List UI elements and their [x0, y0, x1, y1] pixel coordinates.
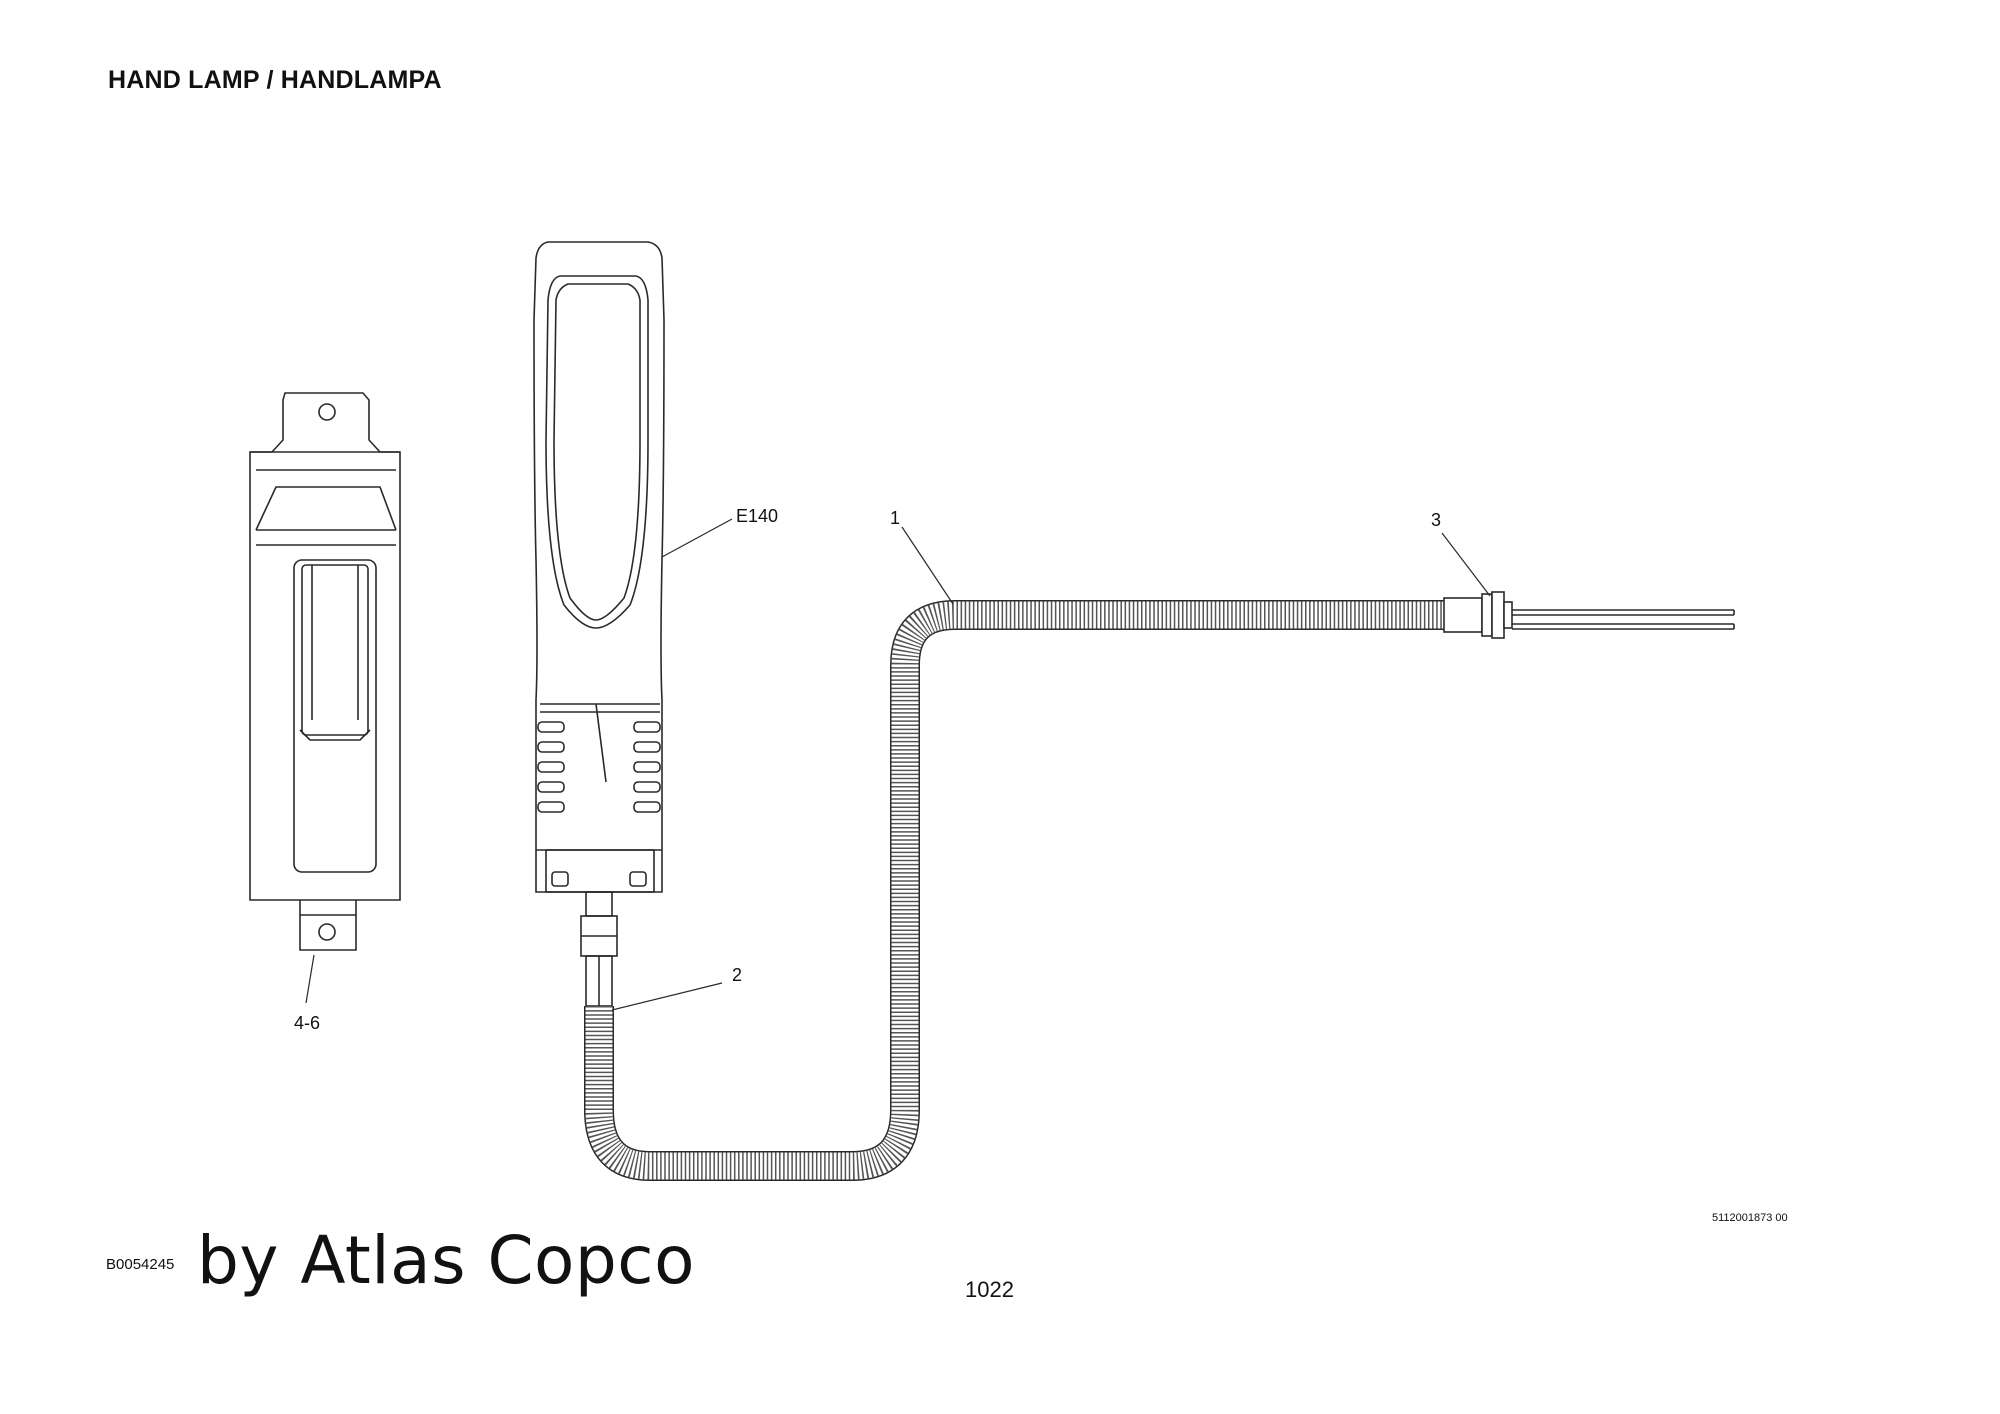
callout-cable: 1	[890, 508, 900, 528]
lamp-holder	[249, 392, 401, 951]
page-title: HAND LAMP / HANDLAMPA	[108, 66, 442, 94]
corrugated-cable	[584, 600, 1444, 1181]
callout-lamp: E140	[736, 506, 778, 526]
drawing-reference: 5112001873 00	[1712, 1212, 1788, 1224]
page-number: 1022	[965, 1277, 1014, 1302]
document-code: B0054245	[106, 1256, 175, 1273]
callout-plug: 3	[1431, 510, 1441, 530]
leader-lines	[305, 518, 1491, 1011]
callout-connector: 2	[732, 965, 742, 985]
brand-text: by Atlas Copco	[197, 1222, 695, 1299]
cable-plug	[1443, 591, 1735, 639]
hand-lamp	[533, 241, 665, 1007]
callout-holder: 4-6	[294, 1013, 320, 1033]
